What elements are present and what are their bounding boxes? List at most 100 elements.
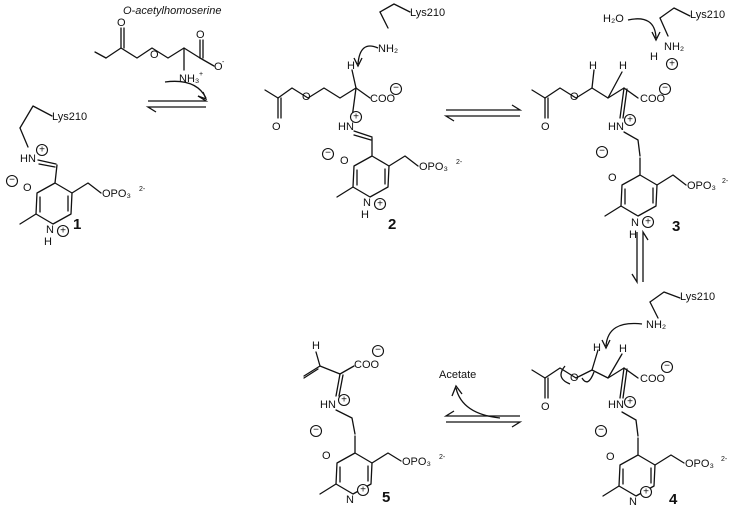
- ring-inner-3: [624, 187, 654, 205]
- svg-text:−: −: [325, 148, 331, 159]
- svg-text:−: −: [599, 146, 605, 157]
- o-label-2a: O: [272, 121, 281, 133]
- h-label-3b: H: [619, 60, 627, 72]
- minus-charge-icon: −: [321, 148, 335, 161]
- lys-label-3: Lys210: [690, 9, 725, 21]
- chain-3: [544, 87, 625, 99]
- lys-n-bond-1: [19, 127, 29, 148]
- methyl-1: [19, 213, 37, 225]
- hn-label-5: HN: [320, 399, 336, 411]
- acetate-release-arrowhead: [451, 384, 463, 397]
- hn-label-2: HN: [338, 121, 354, 133]
- imine-5: [335, 373, 344, 397]
- h-bonds-3: [591, 69, 623, 99]
- imine-4: [619, 367, 628, 399]
- lys-chain-4: [649, 291, 681, 303]
- nh-label-4: N: [629, 496, 637, 507]
- plus-charge-icon: +: [639, 485, 653, 499]
- equilibrium-arrow-3-4: [631, 229, 649, 285]
- o-label-3c: O: [608, 172, 617, 184]
- hn-label-4: HN: [608, 399, 624, 411]
- minus-charge-icon: −: [594, 425, 608, 438]
- carbonyl-2: [199, 39, 204, 59]
- methyl-3b: [604, 205, 622, 217]
- pyridine-ring-1: [35, 164, 73, 225]
- svg-text:−: −: [313, 425, 319, 436]
- compound-number-1: 1: [73, 216, 81, 233]
- o-label-sub-1: O: [117, 17, 126, 29]
- pyridine-ring-4: [618, 437, 656, 497]
- svg-text:−: −: [375, 345, 381, 356]
- h-label-2: H: [347, 60, 355, 72]
- ch2o-4: [654, 454, 685, 466]
- pyridine-ring-3: [620, 157, 658, 217]
- methyl-sub: [94, 51, 107, 59]
- h-label-2b: H: [361, 209, 369, 221]
- opo3-charge-3: 2-: [722, 178, 729, 185]
- lys-n-bond-4: [649, 301, 659, 319]
- equilibrium-arrow-1-2: [145, 95, 209, 113]
- plus-charge-icon: +: [56, 224, 70, 238]
- svg-text:+: +: [60, 226, 66, 237]
- water-arrow: [627, 18, 657, 39]
- opo3-label-1: OPO₃: [102, 188, 131, 200]
- ch2o-2: [388, 155, 419, 167]
- substrate-name: O-acetylhomoserine: [123, 5, 221, 17]
- plus-charge-icon: +: [35, 143, 49, 157]
- compound-4: Lys210 NH₂ O O H H COO − + HN O − N + OP…: [531, 291, 728, 507]
- ch2-3: [623, 131, 641, 157]
- h-label-3w: H: [650, 51, 658, 63]
- h-label-1: H: [44, 236, 52, 248]
- o-minus-sub: O: [214, 61, 223, 73]
- hn-label-3: HN: [608, 121, 624, 133]
- lys-chain-3: [659, 7, 691, 19]
- o-label-4a: O: [541, 401, 550, 413]
- imine-double-bond-1: [37, 159, 57, 168]
- plus-charge-icon: +: [349, 110, 363, 124]
- svg-text:+: +: [360, 485, 366, 496]
- carboxylate-bond: [199, 57, 215, 67]
- svg-text:+: +: [643, 487, 649, 498]
- h-label-5: H: [312, 340, 320, 352]
- imine-3: [619, 87, 628, 119]
- opo3-label-2: OPO₃: [419, 161, 448, 173]
- opo3-label-4: OPO₃: [685, 458, 714, 470]
- minus-charge-icon: −: [658, 83, 672, 96]
- o-label-4c: O: [606, 451, 615, 463]
- methyl-4b: [602, 485, 620, 497]
- ch2o-3: [656, 174, 687, 186]
- plus-charge-icon: +: [373, 197, 387, 211]
- ch2-4: [621, 411, 639, 437]
- svg-text:+: +: [627, 115, 633, 126]
- lys-label-2: Lys210: [410, 7, 445, 19]
- svg-text:−: −: [393, 83, 399, 94]
- nh-label-5: N: [346, 494, 354, 506]
- plus-charge-icon: +: [641, 215, 655, 229]
- ring-inner-5: [339, 465, 369, 483]
- nh2-label-3: NH₂: [664, 41, 684, 53]
- lys-chain-2: [379, 3, 411, 13]
- equilibrium-arrow-2-3: [443, 104, 523, 122]
- compound-number-2: 2: [388, 216, 396, 233]
- svg-text:+: +: [377, 199, 383, 210]
- minus-charge-icon: −: [371, 345, 385, 358]
- h-label-4b: H: [619, 343, 627, 355]
- nh2-label-4: NH₂: [646, 319, 666, 331]
- ch2o-1: [71, 182, 102, 194]
- lys-n-bond-2: [379, 11, 389, 29]
- elimination-arrow-1: [605, 322, 643, 347]
- minus-charge-icon: −: [660, 361, 674, 374]
- lys-label-4: Lys210: [680, 291, 715, 303]
- minus-charge-icon: −: [595, 146, 609, 159]
- equilibrium-arrow-4-5: [443, 410, 523, 428]
- ring-inner-2: [356, 168, 386, 186]
- carbonyl-c4: [544, 377, 549, 399]
- h-label-3c: H: [629, 229, 637, 241]
- deprotonation-arrowhead: [353, 57, 363, 68]
- carbonyl-1: [120, 27, 125, 49]
- o-label-4b: O: [570, 372, 579, 384]
- deprotonation-arrow: [357, 45, 379, 65]
- ring-inner-bonds-1: [39, 195, 69, 213]
- minus-charge-icon: −: [5, 175, 19, 188]
